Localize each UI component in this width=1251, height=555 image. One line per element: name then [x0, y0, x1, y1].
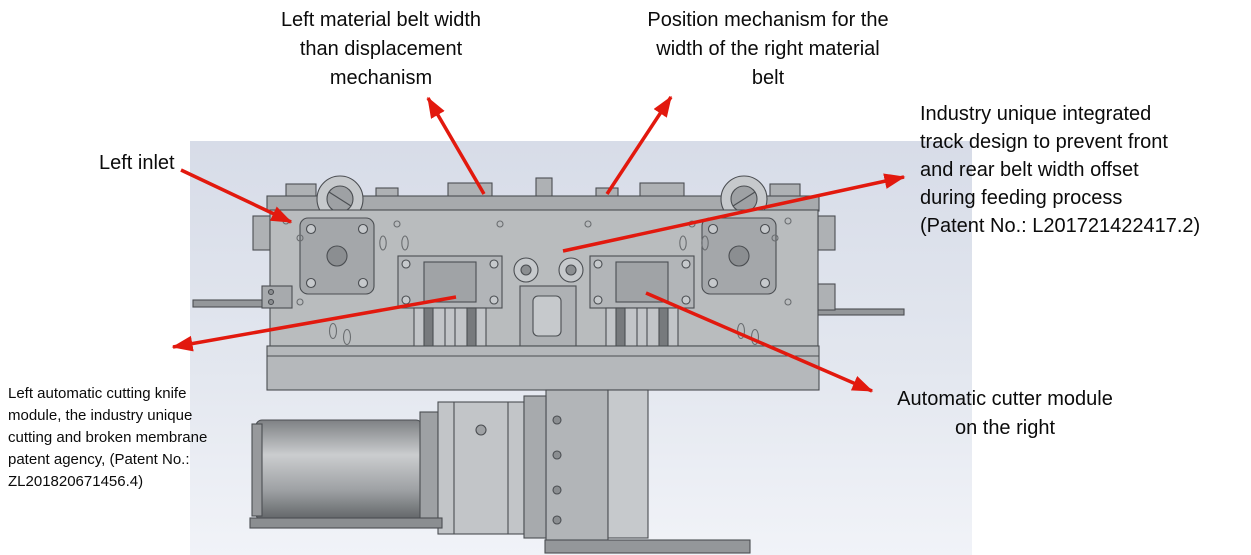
- machine-assembly: [192, 175, 905, 554]
- gearbox-block: [437, 401, 525, 535]
- bottom-base-bar: [544, 539, 751, 554]
- arrow-track-design: [562, 173, 906, 253]
- arrow-right-cutter: [645, 291, 874, 393]
- arrow-right-belt-width: [605, 95, 673, 195]
- label-left-cutter: Left automatic cutting knife module, the…: [8, 385, 208, 490]
- label-left-inlet: Left inlet: [99, 152, 175, 174]
- label-right-cutter: Automatic cutter module on the right: [897, 388, 1113, 439]
- arrow-left-belt-width: [426, 96, 486, 195]
- label-track-design: Industry unique integrated track design …: [920, 103, 1201, 237]
- base-shelf: [266, 345, 820, 391]
- label-left-belt-width: Left material belt width than displaceme…: [280, 9, 482, 89]
- arrow-left-cutter: [171, 295, 457, 352]
- arrow-left-inlet: [180, 168, 293, 224]
- label-right-belt-width: Position mechanism for the width of the …: [647, 9, 889, 89]
